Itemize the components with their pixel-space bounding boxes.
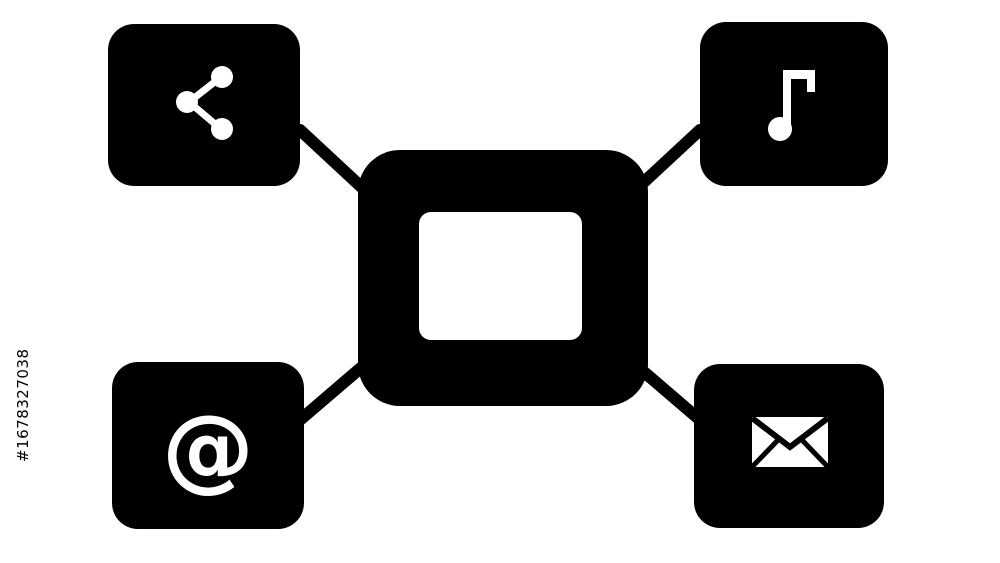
screen-icon xyxy=(419,212,582,340)
share-node-tile xyxy=(108,24,300,186)
music-node-tile xyxy=(700,22,888,186)
mail-node xyxy=(694,364,884,528)
at-sign-icon: @ xyxy=(162,395,254,502)
connector-bottom-left xyxy=(294,354,376,426)
central-device-node xyxy=(358,150,648,406)
music-node xyxy=(700,22,888,186)
share-node xyxy=(108,24,300,186)
envelope-icon xyxy=(750,415,830,469)
connector-top-left xyxy=(294,124,376,201)
music-note-icon xyxy=(768,70,815,141)
share-icon xyxy=(176,66,233,140)
stock-id-label: #1678327038 xyxy=(14,348,32,462)
email-at-node: @ xyxy=(112,362,304,529)
at-node-tile xyxy=(112,362,304,529)
